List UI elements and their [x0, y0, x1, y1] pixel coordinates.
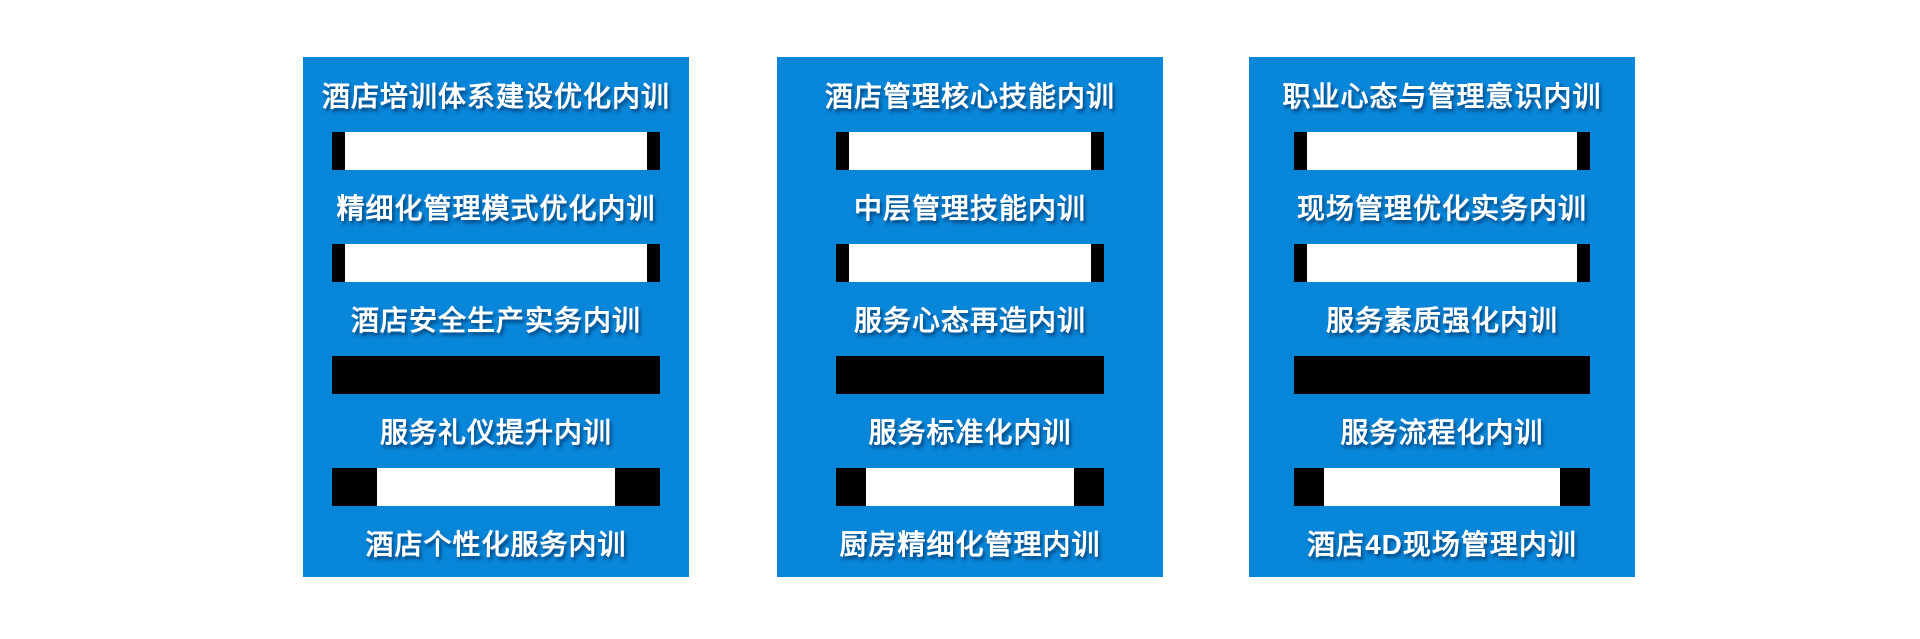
course-item-label: 酒店管理核心技能内训: [824, 81, 1115, 112]
course-item-label: 酒店培训体系建设优化内训: [321, 81, 670, 112]
course-item-label: 职业心态与管理意识内训: [1282, 81, 1602, 112]
course-item-label: 服务心态再造内训: [853, 305, 1086, 336]
divider-bar-row: [777, 459, 1163, 515]
divider-bar-graphic: [836, 356, 1104, 394]
course-item-label: 服务标准化内训: [868, 417, 1072, 448]
course-item-label: 现场管理优化实务内训: [1296, 193, 1587, 224]
course-item-row: 现场管理优化实务内训: [1249, 179, 1635, 235]
divider-bar-row: [777, 347, 1163, 403]
course-item-row: 厨房精细化管理内训: [777, 515, 1163, 571]
course-item-label: 服务流程化内训: [1340, 417, 1544, 448]
course-item-row: 服务流程化内训: [1249, 403, 1635, 459]
course-item-row: 服务标准化内训: [777, 403, 1163, 459]
divider-bar-row: [1249, 235, 1635, 291]
divider-bar-graphic: [332, 356, 660, 394]
divider-bar-row: [303, 347, 689, 403]
course-item-row: 服务素质强化内训: [1249, 291, 1635, 347]
course-item-row: 职业心态与管理意识内训: [1249, 67, 1635, 123]
divider-bar-row: [1249, 123, 1635, 179]
course-item-row: 精细化管理模式优化内训: [303, 179, 689, 235]
course-item-label: 厨房精细化管理内训: [839, 529, 1101, 560]
divider-bar-row: [1249, 347, 1635, 403]
course-item-row: 酒店个性化服务内训: [303, 515, 689, 571]
divider-bar-graphic: [1294, 356, 1590, 394]
course-item-row: 酒店安全生产实务内训: [303, 291, 689, 347]
divider-bar-graphic: [1294, 244, 1590, 282]
divider-bar-row: [303, 459, 689, 515]
divider-bar-row: [303, 235, 689, 291]
divider-bar-row: [303, 123, 689, 179]
course-item-row: 服务礼仪提升内训: [303, 403, 689, 459]
divider-bar-graphic: [1294, 132, 1590, 170]
divider-bar-row: [1249, 459, 1635, 515]
training-card-3: 职业心态与管理意识内训 现场管理优化实务内训 服务素质强化内训 服务流程化内训 …: [1249, 57, 1635, 577]
course-item-row: 酒店管理核心技能内训: [777, 67, 1163, 123]
course-item-label: 中层管理技能内训: [853, 193, 1086, 224]
divider-bar-graphic: [332, 468, 660, 506]
course-item-label: 酒店安全生产实务内训: [350, 305, 641, 336]
divider-bar-graphic: [836, 468, 1104, 506]
course-item-label: 服务礼仪提升内训: [379, 417, 612, 448]
divider-bar-graphic: [332, 132, 660, 170]
divider-bar-row: [777, 123, 1163, 179]
divider-bar-graphic: [836, 244, 1104, 282]
training-card-1: 酒店培训体系建设优化内训 精细化管理模式优化内训 酒店安全生产实务内训 服务礼仪…: [303, 57, 689, 577]
divider-bar-graphic: [1294, 468, 1590, 506]
course-item-label: 精细化管理模式优化内训: [336, 193, 656, 224]
divider-bar-graphic: [332, 244, 660, 282]
divider-bar-row: [777, 235, 1163, 291]
course-item-row: 服务心态再造内训: [777, 291, 1163, 347]
course-item-row: 中层管理技能内训: [777, 179, 1163, 235]
course-item-label: 服务素质强化内训: [1325, 305, 1558, 336]
training-card-2: 酒店管理核心技能内训 中层管理技能内训 服务心态再造内训 服务标准化内训 厨房精…: [777, 57, 1163, 577]
course-item-label: 酒店4D现场管理内训: [1307, 529, 1577, 560]
course-item-row: 酒店4D现场管理内训: [1249, 515, 1635, 571]
course-item-label: 酒店个性化服务内训: [365, 529, 627, 560]
divider-bar-graphic: [836, 132, 1104, 170]
course-item-row: 酒店培训体系建设优化内训: [303, 67, 689, 123]
